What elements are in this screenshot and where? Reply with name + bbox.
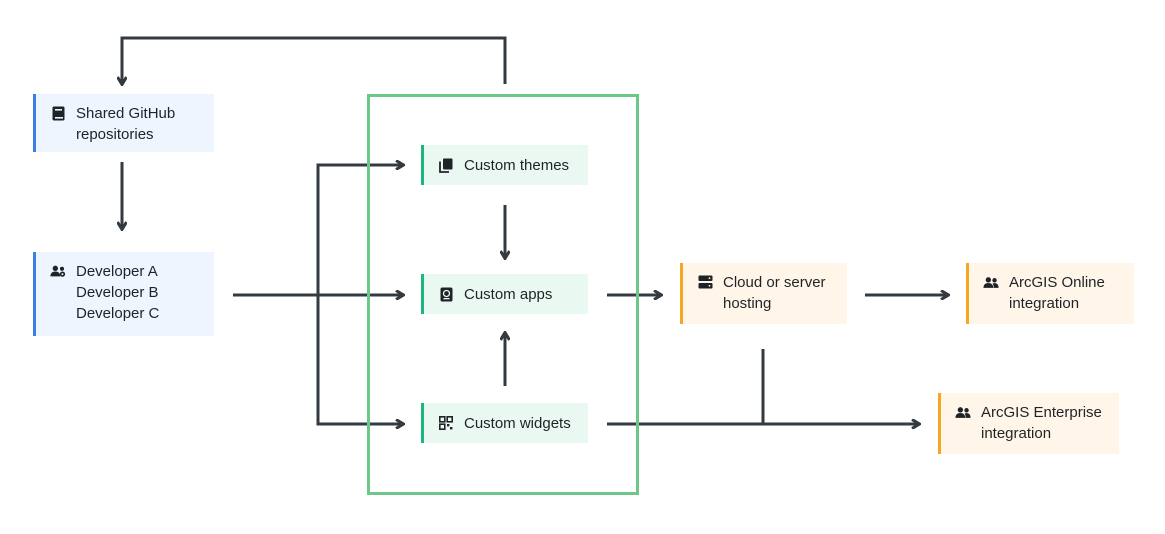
node-developers[interactable]: Developer A Developer B Developer C (33, 252, 214, 336)
edge-developers-to-widgets (316, 295, 403, 424)
custom-components-group (367, 94, 639, 495)
user-group-icon (983, 274, 999, 290)
users-gear-icon (50, 263, 66, 279)
app-badge-icon (438, 286, 454, 302)
node-arcgis-online[interactable]: ArcGIS Online integration (966, 263, 1134, 324)
node-label: Developer A Developer B Developer C (76, 263, 160, 322)
node-custom-themes[interactable]: Custom themes (421, 145, 588, 185)
files-icon (438, 157, 454, 173)
node-label: Custom themes (464, 156, 570, 174)
node-custom-widgets[interactable]: Custom widgets (421, 403, 588, 443)
user-group-icon (955, 404, 971, 420)
edge-group-to-repos (122, 36, 507, 84)
node-label: ArcGIS Enterprise integration (981, 404, 1102, 442)
node-shared-repos[interactable]: Shared GitHub repositories (33, 94, 214, 152)
node-hosting[interactable]: Cloud or server hosting (680, 263, 847, 324)
book-icon (50, 105, 66, 121)
edge-developers-to-themes (316, 165, 403, 295)
node-label: Custom widgets (464, 414, 571, 432)
node-label: Cloud or server hosting (723, 274, 826, 312)
node-label: Shared GitHub repositories (76, 105, 176, 143)
node-label: ArcGIS Online integration (1009, 274, 1105, 312)
widgets-grid-icon (438, 415, 454, 431)
server-icon (697, 274, 713, 290)
node-arcgis-enterprise[interactable]: ArcGIS Enterprise integration (938, 393, 1119, 454)
node-label: Custom apps (464, 285, 553, 303)
node-custom-apps[interactable]: Custom apps (421, 274, 588, 314)
